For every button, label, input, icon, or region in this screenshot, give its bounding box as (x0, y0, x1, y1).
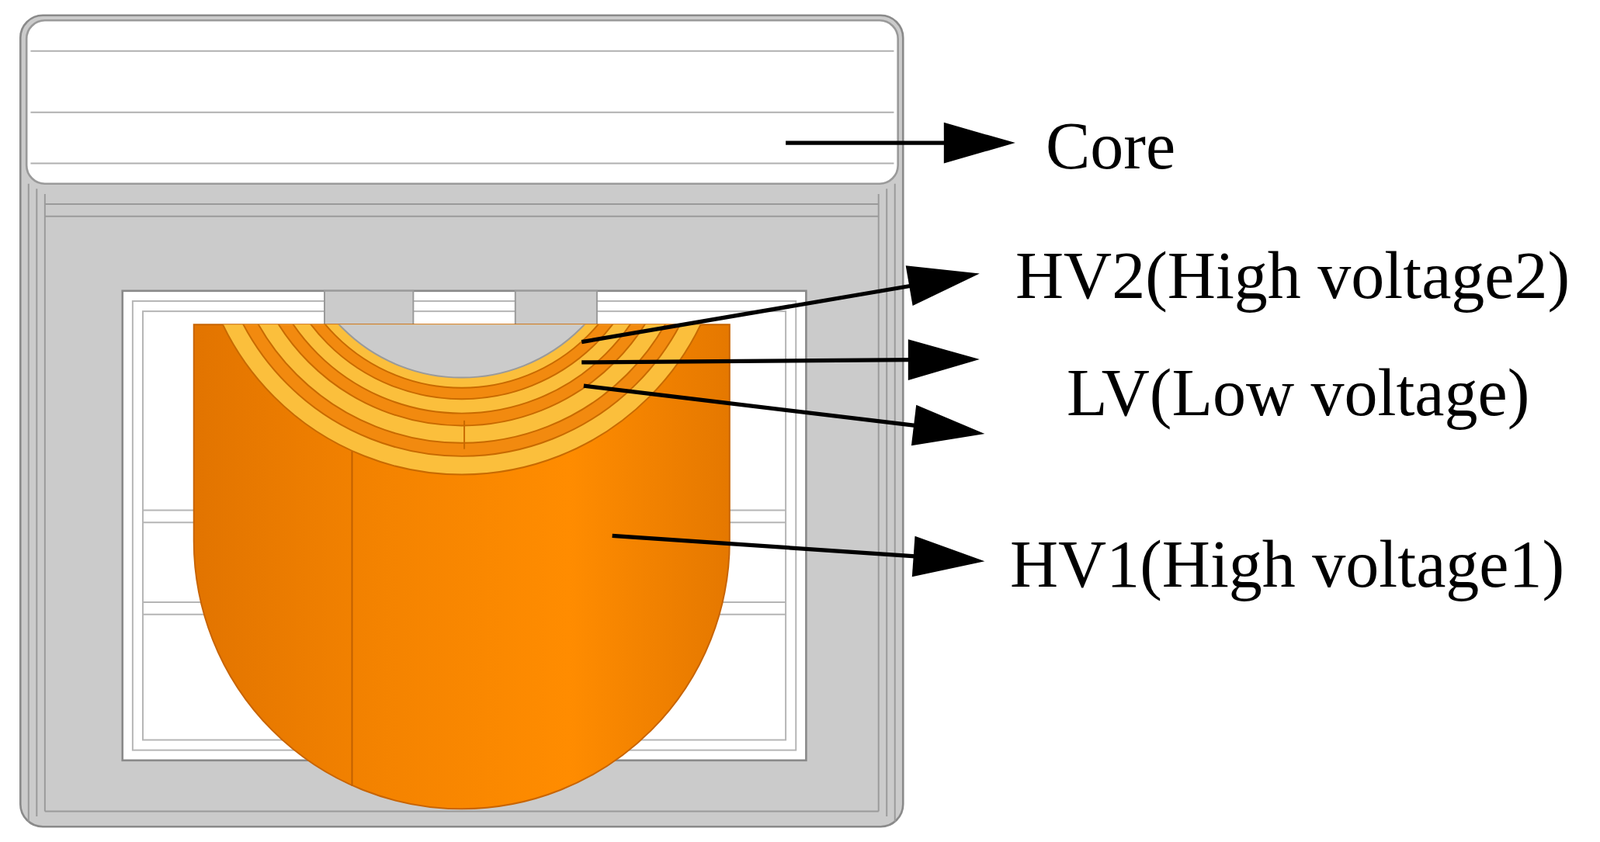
part-label: HV2(High voltage2) (1015, 242, 1570, 309)
core-top-yoke (26, 20, 899, 184)
part-label: HV1(High voltage1) (1009, 531, 1565, 598)
center-leg (324, 291, 414, 328)
yoke-lines (30, 51, 894, 164)
leader-arrows (581, 122, 1016, 578)
coil-rings (196, 324, 727, 475)
part-label: LV(Low voltage) (1066, 359, 1530, 427)
core-laminations (28, 183, 896, 823)
part-label: Core (1045, 112, 1176, 180)
center-leg (515, 291, 597, 328)
coil-seam (350, 451, 353, 786)
ring-seam (463, 420, 466, 450)
